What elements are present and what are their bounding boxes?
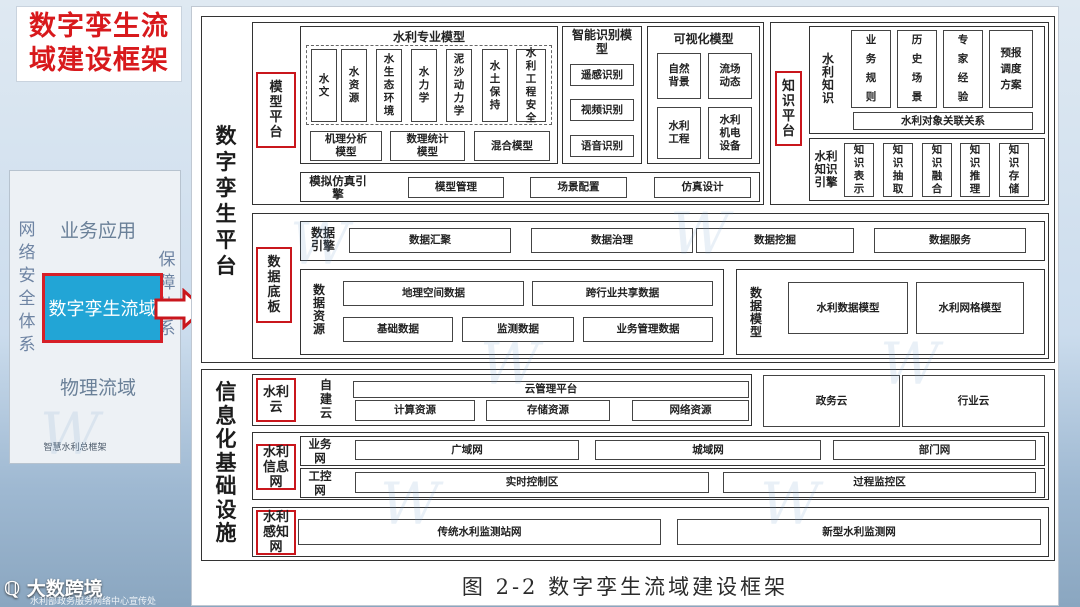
data-resource-item: 地理空间数据 <box>343 281 524 306</box>
data-model-item: 水利网格模型 <box>916 282 1024 334</box>
sim-engine-item: 仿真设计 <box>654 177 751 198</box>
hydro-knowledge-label: 水利知识 <box>821 52 834 105</box>
data-engine-label: 数据引擎 <box>310 226 335 253</box>
sim-engine-item: 模型管理 <box>408 177 504 198</box>
smart-models-title: 智能识别模型 <box>571 28 632 56</box>
data-models-label: 数据模型 <box>749 286 762 339</box>
knowledge-engine-item: 知识存储 <box>999 143 1029 197</box>
mini-physical-basin: 物理流域 <box>59 376 136 399</box>
mini-left-column: 网络安全体系 <box>18 220 36 355</box>
sensing-network-label: 水利感知网 <box>256 510 296 555</box>
smart-model-item: 语音识别 <box>570 135 634 157</box>
infrastructure-title: 信息化基础设施 <box>215 380 237 545</box>
knowledge-engine-label: 水利知识引擎 <box>814 149 838 189</box>
brand-logo-text: 大数跨境 <box>26 578 103 600</box>
knowledge-engine-item: 知识表示 <box>844 143 874 197</box>
hydro-model-item: 水土保持 <box>482 49 508 122</box>
mini-business-app: 业务应用 <box>59 219 136 242</box>
sim-engine-item: 场景配置 <box>530 177 627 198</box>
data-engine-item: 数据挖掘 <box>696 228 854 253</box>
object-relation: 水利对象关联关系 <box>853 112 1033 130</box>
business-network-label: 业务网 <box>308 437 332 465</box>
hydro-model-item: 水利工程安全 <box>516 47 546 124</box>
knowledge-item: 预报调度方案 <box>989 30 1033 108</box>
knowledge-engine-item: 知识抽取 <box>883 143 913 197</box>
smart-model-item: 视频识别 <box>570 99 634 121</box>
hybrid-model: 混合模型 <box>474 131 550 161</box>
visual-model-item: 水利机电设备 <box>708 107 752 159</box>
data-resource-item: 监测数据 <box>462 317 574 342</box>
data-resources-label: 数据资源 <box>312 283 325 336</box>
model-platform-label: 模型平台 <box>256 72 296 148</box>
platform-title: 数字孪生平台 <box>215 124 237 278</box>
industry-cloud: 行业云 <box>902 375 1045 427</box>
cloud-resource-item: 存储资源 <box>486 400 610 421</box>
brand-logo-icon: ℚ <box>4 578 21 600</box>
hydro-models-group <box>306 45 552 125</box>
data-board-label: 数据底板 <box>256 247 292 323</box>
visual-model-item: 自然背景 <box>657 53 701 99</box>
knowledge-item: 历史场景 <box>897 30 937 108</box>
hydro-model-item: 水生态环境 <box>376 49 402 122</box>
hydro-models-title: 水利专业模型 <box>392 30 465 44</box>
statistical-model: 数理统计模型 <box>390 131 465 161</box>
data-resource-item: 基础数据 <box>343 317 453 342</box>
control-network-item: 实时控制区 <box>355 472 709 493</box>
mini-caption: 智慧水利总框架 <box>43 443 107 453</box>
knowledge-item: 专家经验 <box>943 30 983 108</box>
visual-model-item: 流场动态 <box>708 53 752 99</box>
data-engine-item: 数据治理 <box>531 228 693 253</box>
data-model-item: 水利数据模型 <box>788 282 908 334</box>
knowledge-platform-label: 知识平台 <box>775 71 802 146</box>
mechanism-model: 机理分析模型 <box>310 131 382 161</box>
data-resource-item: 跨行业共享数据 <box>532 281 713 306</box>
data-engine-item: 数据汇聚 <box>349 228 511 253</box>
mini-digital-twin-basin: 数字孪生流域 <box>42 273 163 343</box>
hydro-model-item: 泥沙动力学 <box>446 49 472 122</box>
hydro-model-item: 水力学 <box>411 49 437 122</box>
water-cloud-label: 水利云 <box>256 378 296 422</box>
mini-framework-diagram: 网络安全体系 保障体系 业务应用 数字孪生流域 物理流域 智慧水利总框架 <box>9 170 181 464</box>
slide-title: 数字孪生流域建设框架 <box>29 11 169 76</box>
hydro-model-item: 水文 <box>311 49 337 122</box>
figure-caption: 图 2-2 数字孪生流域建设框架 <box>461 575 789 599</box>
cloud-resource-item: 计算资源 <box>355 400 475 421</box>
visual-model-item: 水利工程 <box>657 107 701 159</box>
business-network-item: 部门网 <box>833 440 1036 460</box>
sim-engine-label: 模拟仿真引擎 <box>309 174 367 201</box>
knowledge-item: 业务规则 <box>851 30 891 108</box>
water-network-label: 水利信息网 <box>256 444 296 490</box>
sensing-network-item: 传统水利监测站网 <box>298 519 661 545</box>
hydro-model-item: 水资源 <box>341 49 367 122</box>
business-network-item: 广域网 <box>355 440 579 460</box>
control-network-label: 工控网 <box>308 469 332 497</box>
gov-cloud: 政务云 <box>763 375 900 427</box>
smart-model-item: 遥感识别 <box>570 64 634 86</box>
data-resource-item: 业务管理数据 <box>583 317 713 342</box>
knowledge-engine-item: 知识融合 <box>922 143 952 197</box>
footer-text: 水利部政务服务网络中心宣传处 <box>30 597 157 607</box>
self-built-cloud-label: 自建云 <box>319 378 332 420</box>
slide-title-box: 数字孪生流域建设框架 <box>16 6 182 82</box>
business-network-item: 城域网 <box>595 440 821 460</box>
cloud-resource-item: 网络资源 <box>632 400 749 421</box>
framework-diagram: 数字孪生平台 模型平台 水利专业模型 水文 水资源 水生态环境 水力学 泥沙动力… <box>191 6 1059 606</box>
sensing-network-item: 新型水利监测网 <box>677 519 1041 545</box>
knowledge-engine-item: 知识推理 <box>960 143 990 197</box>
visual-models-title: 可视化模型 <box>673 32 734 46</box>
control-network-item: 过程监控区 <box>723 472 1036 493</box>
brand-logo: ℚ 大数跨境 <box>4 574 103 601</box>
cloud-management-platform: 云管理平台 <box>353 381 749 398</box>
data-engine-item: 数据服务 <box>874 228 1026 253</box>
